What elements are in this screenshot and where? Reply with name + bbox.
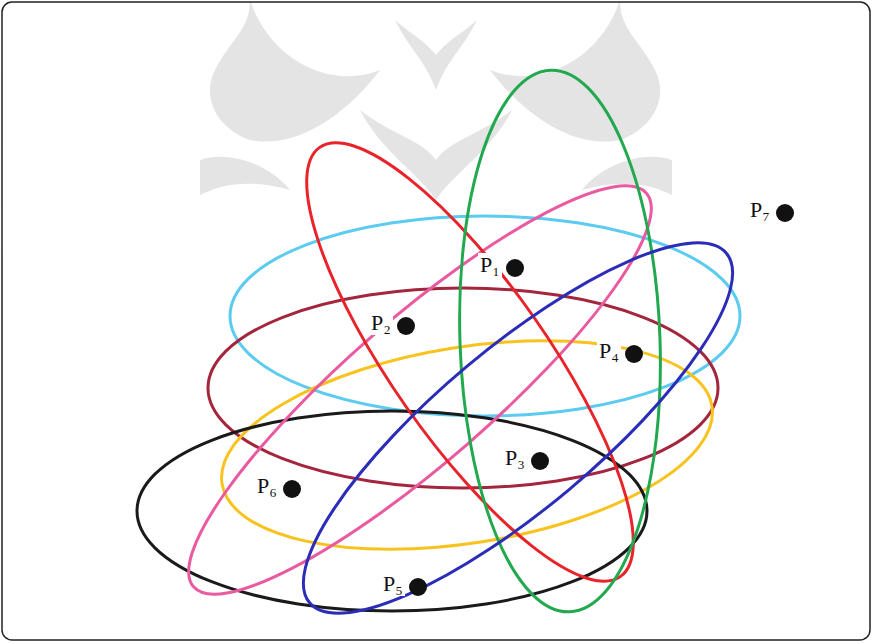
point-label: P₆ [255,474,279,498]
point-label: P₇ [748,198,772,222]
cyan-ellipse [230,216,740,416]
point-label: P₄ [597,339,621,363]
point-dot [506,259,524,277]
point-dot [531,452,549,470]
point-dot [397,317,415,335]
green-ellipse [451,67,670,616]
point-label: P₁ [478,253,502,277]
watermark [200,0,672,200]
point-label: P₅ [381,572,405,596]
pink-ellipse [146,139,693,641]
point-dot [283,480,301,498]
point-dot [625,345,643,363]
point-label: P₃ [503,446,527,470]
point-dot [776,204,794,222]
point-label: P₂ [369,311,393,335]
point-dot [409,578,427,596]
blue-ellipse [258,192,778,644]
